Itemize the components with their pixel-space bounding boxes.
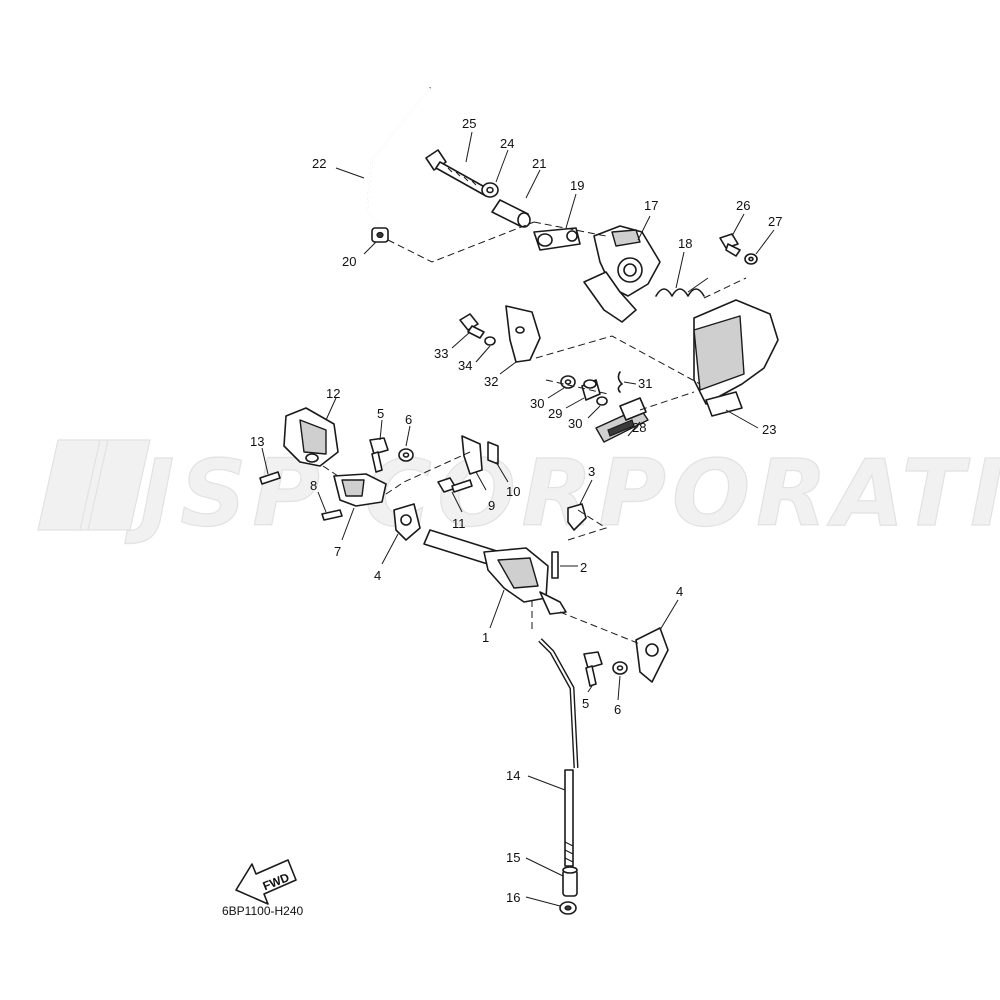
callout-18: 18 (678, 236, 692, 251)
part-3-clip[interactable] (567, 503, 587, 531)
callout-numbers: 22 20 25 24 21 19 17 18 26 27 23 33 34 3… (250, 116, 782, 905)
part-4-arm-left[interactable] (393, 503, 421, 541)
part-22-shift-rod[interactable] (365, 87, 431, 233)
callout-27: 27 (768, 214, 782, 229)
callout-26: 26 (736, 198, 750, 213)
part-13-pin[interactable] (259, 471, 281, 485)
part-23-bracket[interactable] (693, 299, 779, 417)
part-31-clip[interactable] (617, 371, 623, 393)
part-14-rod[interactable] (564, 769, 574, 867)
shift-rod-lower[interactable] (538, 638, 579, 769)
callout-30-upper: 30 (530, 396, 544, 411)
part-33-bolt[interactable] (459, 313, 485, 339)
part-30-washer-upper[interactable] (560, 375, 576, 389)
part-24-washer[interactable] (481, 182, 499, 198)
callout-7: 7 (334, 544, 341, 559)
part-10-washer[interactable] (487, 441, 499, 465)
callout-8: 8 (310, 478, 317, 493)
callout-14: 14 (506, 768, 520, 783)
fwd-arrow-icon: FWD (235, 859, 297, 905)
callout-5-upper: 5 (377, 406, 384, 421)
callout-29: 29 (548, 406, 562, 421)
callout-11: 11 (452, 516, 466, 531)
part-25-bolt[interactable] (425, 149, 491, 197)
callout-33: 33 (434, 346, 448, 361)
callout-28: 28 (632, 420, 646, 435)
callout-4-right: 4 (676, 584, 683, 599)
callout-1: 1 (482, 630, 489, 645)
part-28-slider[interactable] (595, 397, 649, 443)
part-5-bolt-lower[interactable] (583, 651, 603, 687)
part-2-pin[interactable] (551, 551, 559, 579)
callout-6-lower: 6 (614, 702, 621, 717)
callout-24: 24 (500, 136, 514, 151)
callout-15: 15 (506, 850, 520, 865)
part-1-shaft[interactable] (423, 529, 567, 615)
callout-10: 10 (506, 484, 520, 499)
callout-leaders (261, 131, 775, 907)
callout-22: 22 (312, 156, 326, 171)
part-19-link[interactable] (533, 227, 581, 251)
part-12-bracket[interactable] (283, 407, 339, 467)
callout-6-upper: 6 (405, 412, 412, 427)
part-27-washer[interactable] (744, 253, 758, 265)
part-6-washer-lower[interactable] (612, 661, 628, 675)
part-17-lever[interactable] (583, 225, 661, 323)
assembly-lines (319, 221, 747, 645)
part-30-washer-lower[interactable] (596, 396, 608, 406)
watermark-logo: JSP CORPORATION (37, 439, 1000, 548)
part-26-bolt[interactable] (719, 233, 741, 257)
callout-17: 17 (644, 198, 658, 213)
watermark-text: JSP CORPORATION (124, 440, 1000, 547)
part-5-bolt-upper[interactable] (369, 437, 389, 473)
callout-5-lower: 5 (582, 696, 589, 711)
part-11-bolt[interactable] (437, 477, 473, 493)
part-15-bush[interactable] (562, 866, 578, 897)
part-16-nut[interactable] (559, 901, 577, 915)
callout-12: 12 (326, 386, 340, 401)
diagram-code: 6BP1100-H240 (222, 904, 303, 918)
watermark-logo-mark (37, 439, 151, 531)
callout-16: 16 (506, 890, 520, 905)
callout-31: 31 (638, 376, 652, 391)
callout-9: 9 (488, 498, 495, 513)
part-20-collar[interactable] (371, 227, 389, 243)
callout-23: 23 (762, 422, 776, 437)
callout-3: 3 (588, 464, 595, 479)
part-4-arm-right[interactable] (635, 627, 669, 683)
callout-4-left: 4 (374, 568, 381, 583)
part-18-spring[interactable] (655, 277, 709, 297)
part-7-lever[interactable] (333, 473, 387, 507)
callout-20: 20 (342, 254, 356, 269)
callout-21: 21 (532, 156, 546, 171)
callout-25: 25 (462, 116, 476, 131)
part-34-washer[interactable] (484, 336, 496, 346)
part-6-washer-upper[interactable] (398, 448, 414, 462)
callout-19: 19 (570, 178, 584, 193)
callout-13: 13 (250, 434, 264, 449)
callout-34: 34 (458, 358, 472, 373)
callout-2: 2 (580, 560, 587, 575)
part-8-pin[interactable] (321, 509, 343, 521)
part-32-plate[interactable] (505, 305, 541, 363)
callout-30-lower: 30 (568, 416, 582, 431)
callout-32: 32 (484, 374, 498, 389)
part-21-collar[interactable] (491, 199, 531, 228)
